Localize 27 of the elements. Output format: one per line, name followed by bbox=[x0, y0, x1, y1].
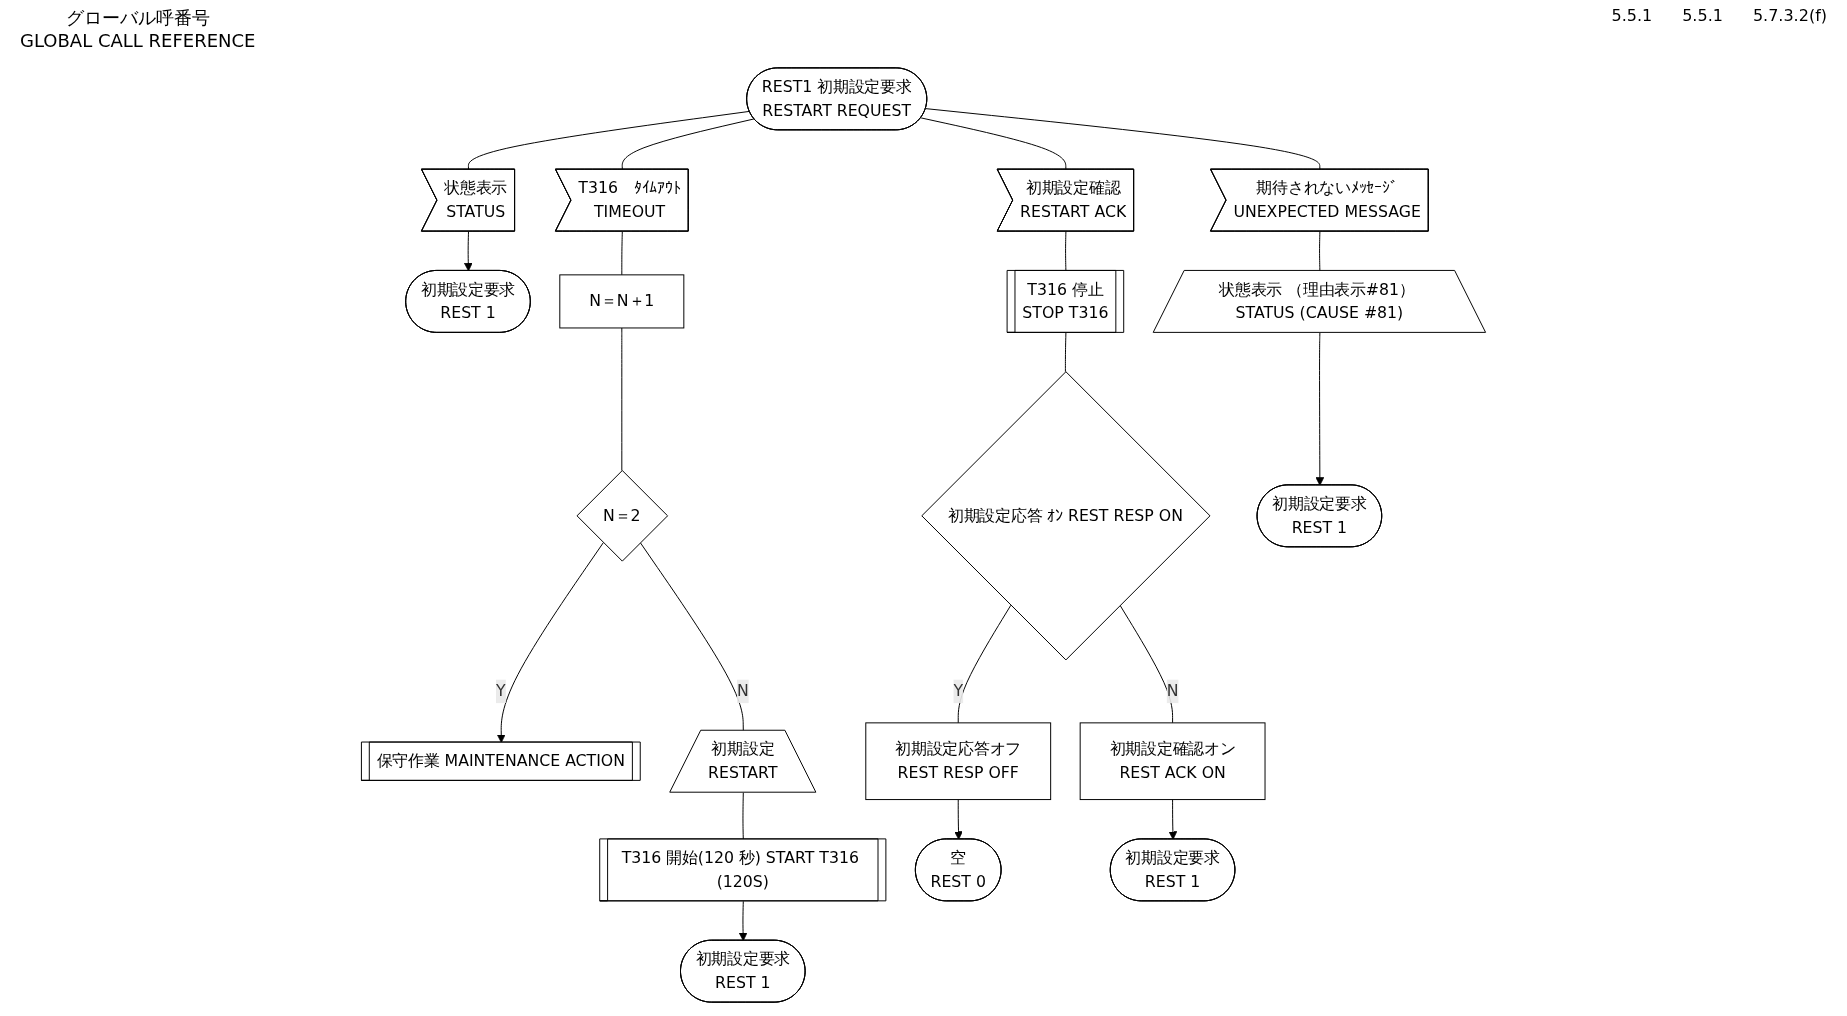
connector bbox=[742, 792, 744, 840]
reference-label: GLOBAL CALL REFERENCE bbox=[20, 30, 256, 51]
node-box: 初期設定確認オン REST ACK ON bbox=[1079, 722, 1266, 801]
edge-label: Y bbox=[496, 681, 506, 701]
edge-label: N bbox=[1166, 681, 1179, 701]
node-diamond: N＝2 bbox=[576, 470, 669, 562]
node-diamond: 初期設定応答 ｵﾝ REST RESP ON bbox=[921, 371, 1211, 661]
connector bbox=[1065, 231, 1067, 272]
connector bbox=[621, 327, 623, 471]
edge-label: N bbox=[736, 681, 749, 701]
connector bbox=[920, 117, 1067, 171]
section-number: 5.7.3.2(f) bbox=[1752, 6, 1827, 25]
connector bbox=[1319, 231, 1321, 272]
connector bbox=[467, 110, 751, 171]
node-box: N＝N＋1 bbox=[559, 274, 685, 329]
reference-label: グローバル呼番号 bbox=[64, 6, 211, 30]
connector bbox=[1119, 604, 1174, 724]
connector bbox=[621, 231, 623, 276]
edge-label: Y bbox=[953, 681, 964, 701]
connector bbox=[639, 542, 744, 732]
section-number: 5.5.1 bbox=[1682, 6, 1723, 25]
connector bbox=[957, 604, 1012, 724]
connector bbox=[621, 118, 755, 171]
node-box: 初期設定応答オフ REST RESP OFF bbox=[865, 722, 1052, 801]
section-number: 5.5.1 bbox=[1611, 6, 1653, 25]
connector bbox=[1064, 332, 1067, 373]
connector bbox=[925, 108, 1321, 171]
